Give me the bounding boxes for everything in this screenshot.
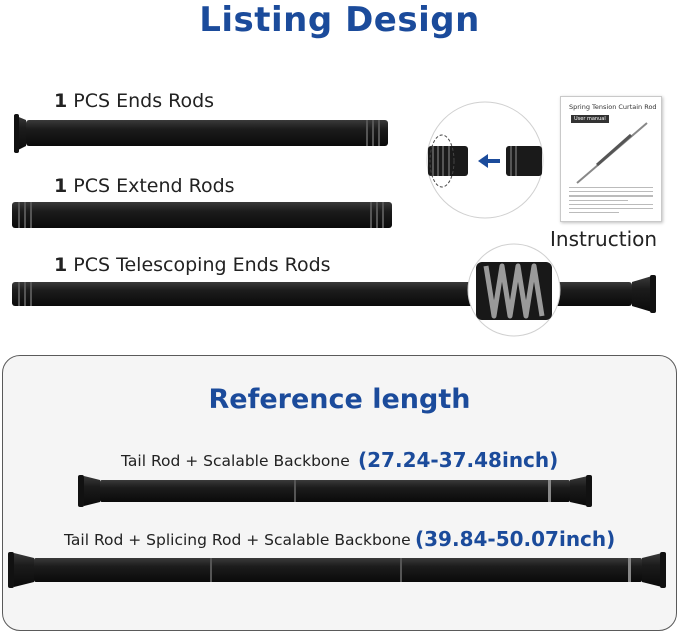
reference-length-short: (27.24-37.48inch) <box>358 448 559 472</box>
reference-rods <box>8 475 666 588</box>
manual-title: Spring Tension Curtain Rod <box>569 103 657 111</box>
reference-title: Reference length <box>208 384 471 415</box>
connection-detail <box>426 101 544 219</box>
page-title: Listing Design <box>199 0 480 40</box>
assembled-rod-short <box>78 475 592 507</box>
rod-count: 1 <box>54 175 68 197</box>
rod-label-extend: 1 PCS Extend Rods <box>54 175 235 197</box>
rod-illustrations <box>12 101 656 337</box>
reference-desc-long: Tail Rod + Splicing Rod + Scalable Backb… <box>64 531 411 549</box>
manual-text-lines <box>569 187 653 216</box>
manual-badge: User manual <box>571 115 609 123</box>
rod-name: PCS Extend Rods <box>73 175 235 197</box>
ends-rod <box>14 114 388 153</box>
rod-count: 1 <box>54 254 68 276</box>
instruction-manual: Spring Tension Curtain Rod User manual <box>560 96 662 222</box>
spring-magnifier <box>467 243 561 337</box>
rod-name: PCS Ends Rods <box>73 90 215 112</box>
rod-name: PCS Telescoping Ends Rods <box>73 254 331 276</box>
reference-desc-short: Tail Rod + Scalable Backbone <box>121 452 350 470</box>
rod-count: 1 <box>54 90 68 112</box>
assembled-rod-long <box>8 552 666 588</box>
reference-length-long: (39.84-50.07inch) <box>415 527 616 551</box>
rod-label-ends: 1 PCS Ends Rods <box>54 90 214 112</box>
instruction-label: Instruction <box>550 227 658 251</box>
manual-rod-diagram <box>576 122 648 184</box>
rod-label-telescoping: 1 PCS Telescoping Ends Rods <box>54 254 331 276</box>
extend-rod <box>12 202 392 228</box>
